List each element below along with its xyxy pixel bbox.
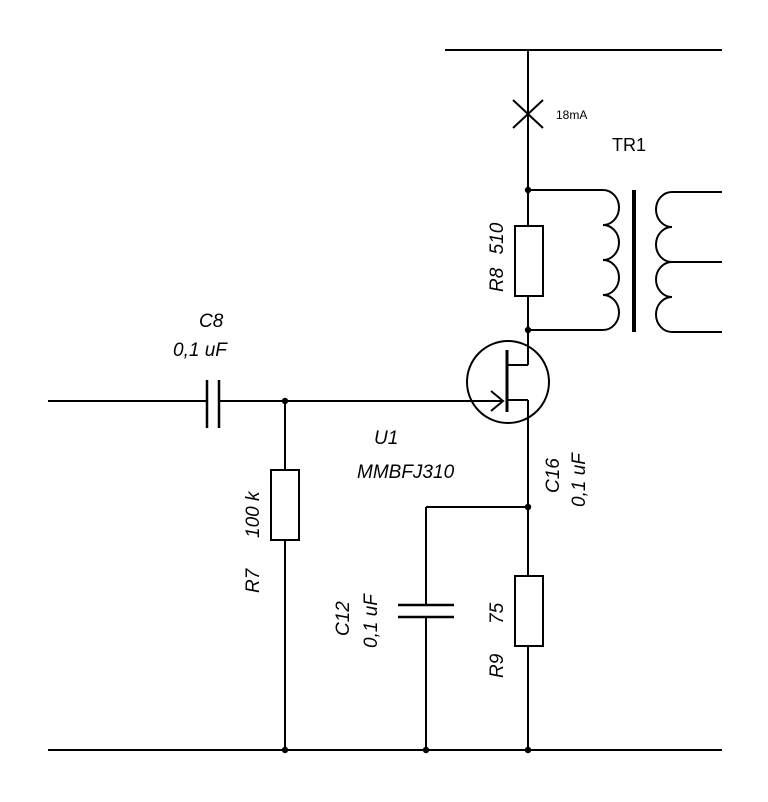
u1-jfet xyxy=(466,330,550,507)
c16-ref-label: C16 xyxy=(543,458,564,493)
u1-value-label: MMBFJ310 xyxy=(357,462,455,483)
tr1-secondary-winding xyxy=(655,191,673,333)
c16-value-label: 0,1 uF xyxy=(569,452,590,507)
junction-dot xyxy=(524,746,532,754)
current-label: 18mA xyxy=(556,108,587,122)
c8-ref-label: C8 xyxy=(199,311,224,332)
r9-ref-label: R9 xyxy=(487,653,508,678)
r7-value-label: 100 k xyxy=(243,490,264,538)
c12-ref-label: C12 xyxy=(333,601,354,636)
r8-resistor xyxy=(514,190,544,330)
c12-value-label: 0,1 uF xyxy=(361,593,382,648)
r7-resistor xyxy=(270,401,300,750)
r9-value-label: 75 xyxy=(487,602,508,624)
c8-capacitor xyxy=(205,380,221,428)
junction-dot xyxy=(422,746,430,754)
c8-value-label: 0,1 uF xyxy=(173,340,228,361)
r7-ref-label: R7 xyxy=(243,567,264,593)
tr1-primary-winding xyxy=(602,189,620,331)
junction-dot xyxy=(281,746,289,754)
tr1-label: TR1 xyxy=(612,135,646,155)
u1-ref-label: U1 xyxy=(374,428,398,449)
current-measure-mark xyxy=(512,99,544,129)
r8-label: R8 510 xyxy=(487,222,508,292)
c12-capacitor xyxy=(398,507,454,750)
r9-resistor xyxy=(514,507,544,750)
